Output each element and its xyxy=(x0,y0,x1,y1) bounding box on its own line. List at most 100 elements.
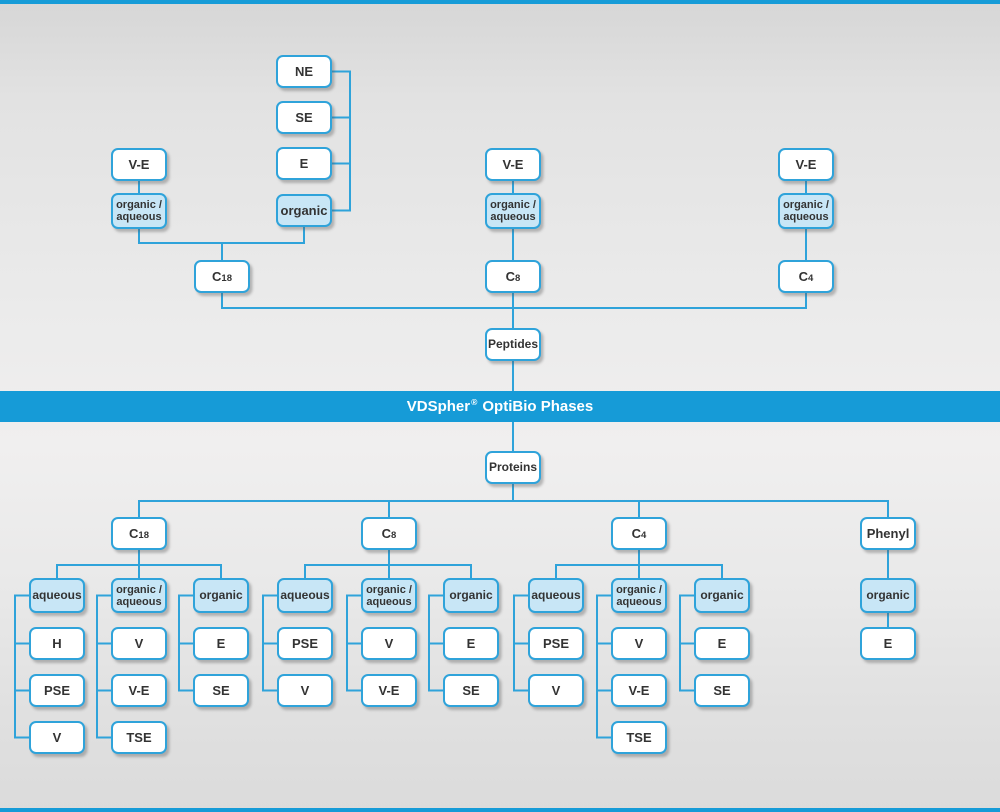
node-label-sub: 18 xyxy=(138,529,149,541)
node-label: V-E xyxy=(502,157,524,172)
node-label: E xyxy=(216,636,226,651)
leaf-c8-aqueous-pse: PSE xyxy=(277,627,333,660)
node-label: C xyxy=(129,525,139,541)
leaf-c8-orgaq-ve: V-E xyxy=(361,674,417,707)
wire-proteins-join xyxy=(138,482,889,519)
node-c18-orgaq: organic / aqueous xyxy=(111,578,167,613)
node-label: V xyxy=(634,636,644,651)
node-orgaq-c4-top: organic / aqueous xyxy=(778,193,834,229)
wire-elbow-c4-aqueous xyxy=(513,594,530,692)
wire-c18-top-join xyxy=(138,225,305,262)
node-label: aqueous xyxy=(531,588,581,602)
leaf-c18-aqueous-pse: PSE xyxy=(29,674,85,707)
node-label: SE xyxy=(212,683,230,698)
node-proteins: Proteins xyxy=(485,451,541,484)
node-c18-aqueous: aqueous xyxy=(29,578,85,613)
node-label: C xyxy=(798,268,809,284)
node-label: V-E xyxy=(378,683,400,698)
node-label: TSE xyxy=(126,730,152,745)
node-label: organic xyxy=(199,588,243,602)
node-ve-c18-top: V-E xyxy=(111,148,167,181)
node-label: C xyxy=(631,525,642,541)
node-organic-top: organic xyxy=(276,194,332,227)
leaf-c8-organic-e: E xyxy=(443,627,499,660)
node-label: organic xyxy=(866,588,910,602)
node-label: E xyxy=(299,156,309,171)
wire-elbow-c8-aqueous xyxy=(262,594,279,692)
leaf-c8-orgaq-v: V xyxy=(361,627,417,660)
leaf-phenyl-organic-e: E xyxy=(860,627,916,660)
node-label-line2: aqueous xyxy=(116,595,162,608)
node-label: PSE xyxy=(291,636,318,651)
wire-elbow-c18-aqueous xyxy=(14,594,31,739)
node-label-line2: aqueous xyxy=(783,211,829,223)
node-c8-orgaq: organic / aqueous xyxy=(361,578,417,613)
leaf-c4-orgaq-v: V xyxy=(611,627,667,660)
leaf-c8-organic-se: SE xyxy=(443,674,499,707)
title-banner: VDSpher®OptiBio Phases xyxy=(0,391,1000,422)
node-label: V xyxy=(300,683,310,698)
wire-head-downs xyxy=(138,548,640,565)
node-c8-organic: organic xyxy=(443,578,499,613)
leaf-c18-orgaq-ve: V-E xyxy=(111,674,167,707)
wire-ve-links xyxy=(138,179,807,195)
node-label: V-E xyxy=(128,157,150,172)
wire-elbow-c4-organic xyxy=(679,594,696,692)
node-c4-aqueous: aqueous xyxy=(528,578,584,613)
node-label: V-E xyxy=(628,683,650,698)
node-label: H xyxy=(52,636,62,651)
node-label: V xyxy=(551,683,561,698)
node-label: aqueous xyxy=(280,588,330,602)
node-c4-organic: organic xyxy=(694,578,750,613)
node-label: C xyxy=(505,268,516,284)
node-c8-aqueous: aqueous xyxy=(277,578,333,613)
wire-elbow-c18-organic xyxy=(178,594,195,692)
node-label-line1: organic / xyxy=(490,199,536,211)
leaf-c4-orgaq-ve: V-E xyxy=(611,674,667,707)
leaf-c4-organic-e: E xyxy=(694,627,750,660)
leaf-c4-organic-se: SE xyxy=(694,674,750,707)
node-peptides: Peptides xyxy=(485,328,541,361)
leaf-c18-organic-se: SE xyxy=(193,674,249,707)
leaf-c8-aqueous-v: V xyxy=(277,674,333,707)
top-accent-strip xyxy=(0,0,1000,4)
node-label: organic xyxy=(280,203,328,218)
banner-brand: VDSpher xyxy=(406,398,471,415)
node-label: aqueous xyxy=(32,588,82,602)
node-label: V xyxy=(384,636,394,651)
node-label: organic xyxy=(700,588,744,602)
node-label-sub: 18 xyxy=(221,272,232,284)
node-label-line1: organic / xyxy=(616,583,662,596)
node-label-line1: organic / xyxy=(366,583,412,596)
node-label: Proteins xyxy=(488,460,537,474)
node-label: PSE xyxy=(43,683,70,698)
banner-suffix: OptiBio Phases xyxy=(482,398,594,415)
node-ve-c8-top: V-E xyxy=(485,148,541,181)
node-label: E xyxy=(883,636,893,651)
wire-elbow-c18-orgaq xyxy=(96,594,113,739)
leaf-c18-orgaq-tse: TSE xyxy=(111,721,167,754)
leaf-c4-aqueous-v: V xyxy=(528,674,584,707)
node-label: Peptides xyxy=(487,337,538,351)
node-label-line1: organic / xyxy=(783,199,829,211)
node-label-line1: organic / xyxy=(116,583,162,596)
bottom-accent-strip xyxy=(0,808,1000,812)
node-label-line1: organic / xyxy=(116,199,162,211)
leaf-c4-orgaq-tse: TSE xyxy=(611,721,667,754)
node-e-top: E xyxy=(276,147,332,180)
node-se-top: SE xyxy=(276,101,332,134)
node-label-line2: aqueous xyxy=(366,595,412,608)
leaf-c18-organic-e: E xyxy=(193,627,249,660)
node-label-line2: aqueous xyxy=(490,211,536,223)
node-label-sub: 8 xyxy=(391,529,397,541)
node-ne: NE xyxy=(276,55,332,88)
node-label-sub: 4 xyxy=(808,272,814,284)
wire-options-elbow xyxy=(330,70,351,212)
leaf-c18-aqueous-h: H xyxy=(29,627,85,660)
